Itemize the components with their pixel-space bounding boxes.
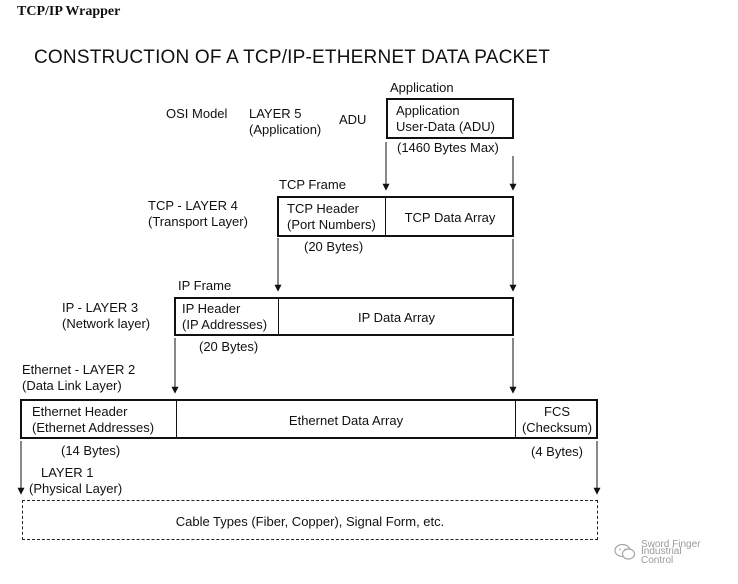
- layer2-label: Ethernet - LAYER 2 (Data Link Layer): [22, 362, 135, 394]
- application-box-text: Application User-Data (ADU): [396, 103, 495, 135]
- layer3-line1: IP - LAYER 3: [62, 300, 139, 315]
- application-box: Application User-Data (ADU): [386, 98, 514, 139]
- fcs-size-note: (4 Bytes): [531, 444, 584, 459]
- layer4-label: TCP - LAYER 4 (Transport Layer): [148, 198, 248, 230]
- ethernet-data-array: Ethernet Data Array: [288, 413, 404, 428]
- application-box-line1: Application: [396, 103, 460, 118]
- application-size-note: (1460 Bytes Max): [397, 140, 499, 155]
- ip-header-line2: (IP Addresses): [182, 317, 268, 332]
- layer2-line2: (Data Link Layer): [22, 378, 122, 393]
- layer1-label: LAYER 1 (Physical Layer): [29, 465, 122, 497]
- ethernet-fcs-divider: [515, 401, 516, 437]
- ethernet-header-size-note: (14 Bytes): [61, 443, 121, 458]
- tcp-header-line1: TCP Header: [287, 201, 360, 216]
- layer5-label: LAYER 5 (Application): [249, 106, 321, 138]
- tcp-size-note: (20 Bytes): [304, 239, 364, 254]
- application-top-label: Application: [390, 80, 454, 95]
- layer3-line2: (Network layer): [62, 316, 151, 331]
- watermark-text: Sword Finger Industrial Control: [641, 540, 700, 566]
- ethernet-frame-box: Ethernet Header (Ethernet Addresses) Eth…: [20, 399, 598, 439]
- watermark-line3: Control: [641, 555, 674, 566]
- page-heading: TCP/IP Wrapper: [17, 4, 121, 19]
- osi-model-label: OSI Model: [166, 106, 228, 121]
- tcp-frame-box: TCP Header (Port Numbers) TCP Data Array: [277, 196, 514, 237]
- layer4-line2: (Transport Layer): [148, 214, 248, 229]
- watermark-line1: Sword Finger: [641, 539, 701, 550]
- ethernet-header-cell: Ethernet Header (Ethernet Addresses): [32, 404, 154, 436]
- ip-data-array: IP Data Array: [357, 310, 436, 325]
- layer2-line1: Ethernet - LAYER 2: [22, 362, 136, 377]
- layer1-line1: LAYER 1: [41, 465, 94, 480]
- layer5-line2: (Application): [249, 122, 322, 137]
- cable-types-label: Cable Types (Fiber, Copper), Signal Form…: [175, 514, 445, 529]
- application-box-line2: User-Data (ADU): [396, 119, 495, 134]
- fcs-line2: (Checksum): [521, 420, 593, 435]
- layer4-line1: TCP - LAYER 4: [148, 198, 238, 213]
- tcp-divider: [385, 198, 386, 235]
- diagram-title: CONSTRUCTION OF A TCP/IP-ETHERNET DATA P…: [34, 47, 551, 68]
- tcp-header-cell: TCP Header (Port Numbers): [287, 201, 376, 233]
- ip-header-line1: IP Header: [182, 301, 241, 316]
- ip-divider: [278, 299, 279, 334]
- tcp-data-array: TCP Data Array: [404, 210, 496, 225]
- ip-frame-box: IP Header (IP Addresses) IP Data Array: [174, 297, 514, 336]
- ethernet-header-line1: Ethernet Header: [32, 404, 128, 419]
- ip-header-cell: IP Header (IP Addresses): [182, 301, 267, 333]
- layer3-label: IP - LAYER 3 (Network layer): [62, 300, 150, 332]
- physical-medium-box: Cable Types (Fiber, Copper), Signal Form…: [22, 500, 598, 540]
- tcp-header-line2: (Port Numbers): [287, 217, 376, 232]
- watermark-line2: Industrial: [641, 546, 682, 557]
- fcs-cell: FCS (Checksum): [516, 404, 598, 436]
- ip-frame-label: IP Frame: [178, 278, 232, 293]
- layer1-line2: (Physical Layer): [29, 481, 123, 496]
- ip-size-note: (20 Bytes): [199, 339, 259, 354]
- tcp-frame-label: TCP Frame: [279, 177, 346, 192]
- adu-label: ADU: [339, 112, 367, 127]
- wechat-icon: [614, 543, 636, 560]
- layer5-line1: LAYER 5: [249, 106, 302, 121]
- ethernet-header-line2: (Ethernet Addresses): [32, 420, 155, 435]
- ethernet-header-divider: [176, 401, 177, 437]
- fcs-line1: FCS: [544, 404, 570, 419]
